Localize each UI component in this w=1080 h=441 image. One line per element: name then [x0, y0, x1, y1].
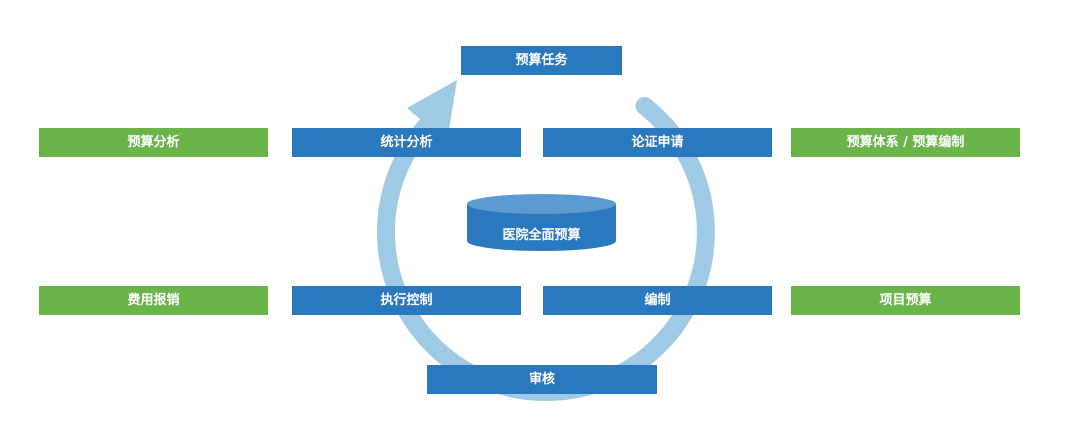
node-budget-task: 预算任务: [461, 46, 622, 75]
database-cylinder-icon: [467, 194, 616, 251]
node-review: 审核: [427, 365, 657, 394]
node-execution-control: 执行控制: [292, 286, 521, 315]
node-statistical-analysis: 统计分析: [292, 128, 521, 157]
center-label: 医院全面预算: [502, 228, 581, 243]
node-argument-application: 论证申请: [543, 128, 772, 157]
node-compilation: 编制: [543, 286, 772, 315]
green-expense-reimbursement: 费用报销: [39, 286, 268, 315]
arrowhead-icon: [407, 80, 457, 142]
green-budget-system: 预算体系 / 预算编制: [791, 128, 1020, 157]
green-budget-analysis: 预算分析: [39, 128, 268, 157]
green-project-budget: 项目预算: [791, 286, 1020, 315]
